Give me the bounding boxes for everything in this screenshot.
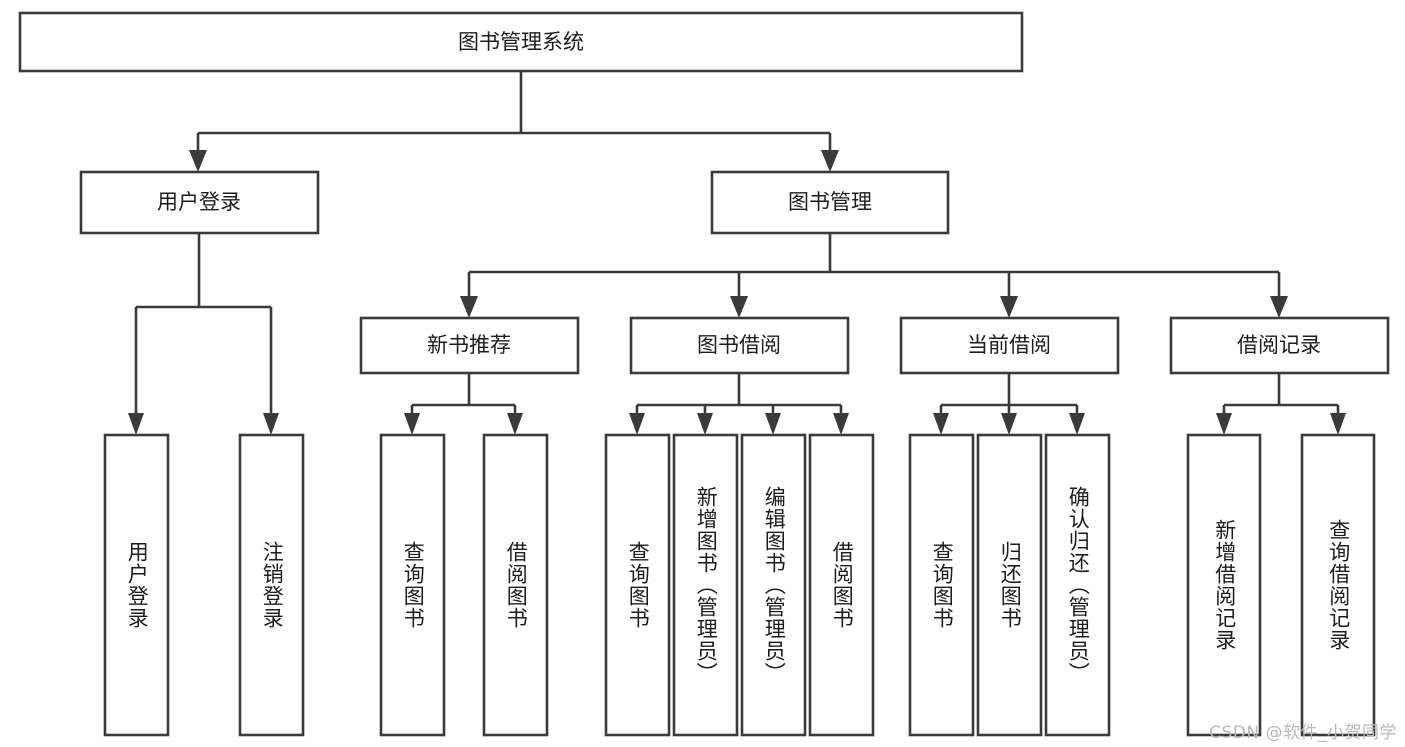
arrowhead-to-book-borrow [730,296,748,318]
arrowhead-to-book-manage [821,150,839,172]
leaf-box-borrow-book-2[interactable] [808,433,875,737]
arrowhead-borrowrecord-leaf-2 [1330,413,1346,435]
node-user-login-label: 用户登录 [157,190,241,214]
node-root[interactable]: 图书管理系统 [18,11,1024,73]
node-root-label: 图书管理系统 [458,30,584,54]
leaf-box-query-book-1[interactable] [379,433,446,737]
node-current-borrow-box [899,316,1120,375]
arrowhead-to-new-book [460,296,478,318]
arrowhead-to-borrow-record [1270,296,1288,318]
arrowhead-newbook-leaf-2 [507,413,523,435]
leaf-box-add-book[interactable] [672,433,739,737]
node-current-borrow[interactable]: 当前借阅 [899,316,1120,375]
arrowhead-currentborrow-leaf-3 [1069,413,1085,435]
leaf-box-query-record[interactable] [1300,433,1376,737]
leaf-box-confirm-return[interactable] [1044,433,1111,737]
node-current-borrow-label: 当前借阅 [967,333,1051,357]
arrowhead-bookborrow-leaf-3 [765,413,781,435]
node-user-login[interactable]: 用户登录 [79,170,320,235]
leaf-box-user-login[interactable] [103,433,170,737]
leaf-box-query-book-2[interactable] [604,433,671,737]
csdn-watermark: CSDN @软件_小贺同学 [1209,723,1397,743]
leaf-box-logout[interactable] [238,433,305,737]
arrowhead-currentborrow-leaf-2 [1001,413,1017,435]
arrowhead-to-current-borrow [1000,296,1018,318]
leaf-box-edit-book[interactable] [740,433,807,737]
arrowhead-bookborrow-leaf-4 [833,413,849,435]
node-borrow-record-label: 借阅记录 [1237,333,1321,357]
leaf-box-return-book[interactable] [976,433,1043,737]
arrowhead-to-user-login [189,150,207,172]
node-book-manage-label: 图书管理 [788,190,872,214]
node-new-book-recommend-label: 新书推荐 [427,333,511,357]
arrowhead-leaf-logout [263,413,279,435]
node-borrow-record-box [1169,316,1390,375]
arrowhead-bookborrow-leaf-1 [629,413,645,435]
arrowhead-borrowrecord-leaf-1 [1216,413,1232,435]
leaf-box-borrow-book-1[interactable] [482,433,549,737]
arrowhead-leaf-user-login [128,413,144,435]
node-book-manage[interactable]: 图书管理 [710,170,950,235]
node-root-box [18,11,1024,73]
node-book-borrow-box [629,316,850,375]
node-book-borrow[interactable]: 图书借阅 [629,316,850,375]
node-new-book-recommend-box [359,316,580,375]
node-new-book-recommend[interactable]: 新书推荐 [359,316,580,375]
node-borrow-record[interactable]: 借阅记录 [1169,316,1390,375]
leaf-box-query-book-3[interactable] [908,433,975,737]
arrowhead-newbook-leaf-1 [404,413,420,435]
node-book-manage-box [710,170,950,235]
node-book-borrow-label: 图书借阅 [697,333,781,357]
arrowhead-bookborrow-leaf-2 [697,413,713,435]
arrowhead-currentborrow-leaf-1 [933,413,949,435]
leaf-box-add-record[interactable] [1186,433,1262,737]
